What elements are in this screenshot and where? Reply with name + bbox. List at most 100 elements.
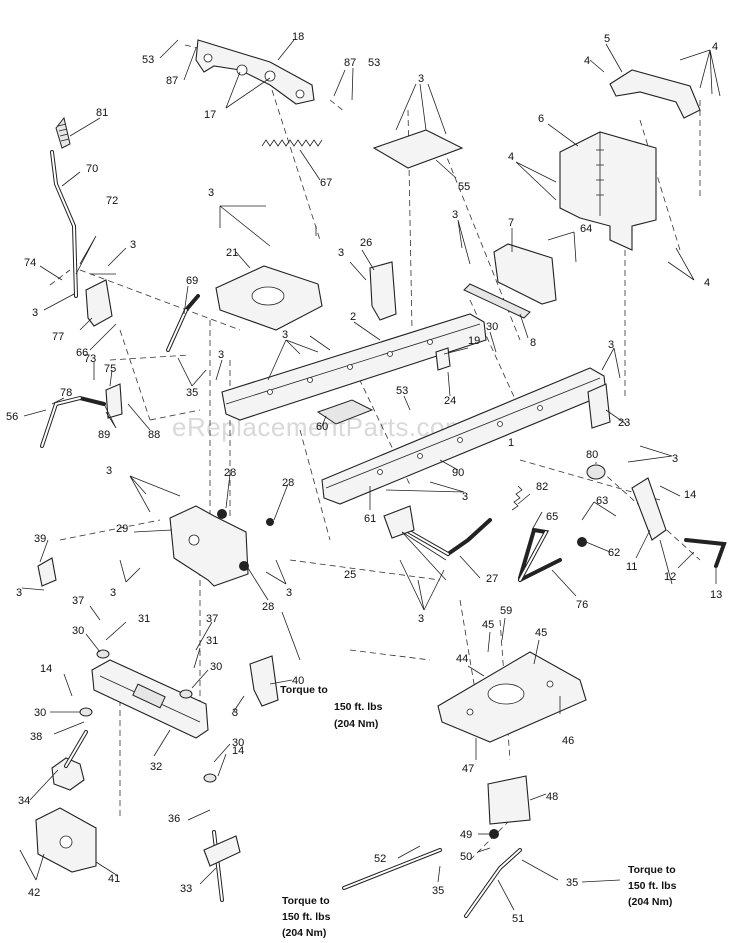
callout-12: 12 [664, 571, 676, 583]
callout-3-p: 3 [232, 707, 238, 719]
svg-text:(204 Nm): (204 Nm) [282, 927, 326, 939]
callout-87: 87 [166, 75, 178, 87]
callout-35-b: 35 [432, 885, 444, 897]
callout-3-j: 3 [672, 453, 678, 465]
callout-55: 55 [458, 181, 470, 193]
part-30-washer-b [179, 689, 193, 699]
part-6-cover [559, 131, 657, 251]
callout-3-l: 3 [106, 465, 112, 477]
callout-34: 34 [18, 795, 30, 807]
callout-78: 78 [60, 387, 72, 399]
callout-3-g: 3 [282, 329, 288, 341]
part-80-washer [586, 464, 606, 480]
callout-56: 56 [6, 411, 18, 423]
part-30-washer-c [79, 707, 93, 717]
callout-18: 18 [292, 31, 304, 43]
callout-3-n: 3 [286, 587, 292, 599]
part-56-lever [40, 395, 106, 448]
callout-37-a: 37 [72, 595, 84, 607]
callout-8: 8 [530, 337, 536, 349]
callout-75: 75 [104, 363, 116, 375]
callout-35-c: 35 [566, 877, 578, 889]
callout-61: 61 [364, 513, 376, 525]
callout-48: 48 [546, 791, 558, 803]
callout-6: 6 [538, 113, 544, 125]
callout-63: 63 [596, 495, 608, 507]
callout-labels: 53 87 18 17 87 53 67 3 55 5 4 4 6 4 4 64… [6, 31, 722, 925]
part-52-rod [342, 848, 442, 890]
part-34-spindle [51, 730, 88, 791]
part-55-plate [372, 129, 464, 169]
callout-3-b: 3 [452, 209, 458, 221]
part-33-spindle [203, 830, 241, 902]
part-81-grip [55, 116, 71, 149]
callout-46: 46 [562, 735, 574, 747]
svg-text:(204 Nm): (204 Nm) [628, 896, 672, 908]
callout-35-a: 35 [186, 387, 198, 399]
torque-note-center: Torque to 150 ft. lbs (204 Nm) [280, 684, 382, 730]
callout-50: 50 [460, 851, 472, 863]
part-2-frame-rail [221, 313, 487, 421]
callout-7: 7 [508, 217, 514, 229]
callout-14-c: 14 [684, 489, 696, 501]
callout-88: 88 [148, 429, 160, 441]
callout-27: 27 [486, 573, 498, 585]
callout-4-c: 4 [508, 151, 514, 163]
callout-60: 60 [316, 421, 328, 433]
callout-47: 47 [462, 763, 474, 775]
callout-37-b: 37 [206, 613, 218, 625]
part-60-plate [316, 399, 374, 425]
part-29-bracket [169, 505, 249, 587]
callout-41: 41 [108, 873, 120, 885]
part-62-nut [577, 537, 587, 547]
callout-3-h: 3 [218, 349, 224, 361]
part-5-bracket [609, 69, 701, 119]
svg-text:150 ft. lbs: 150 ft. lbs [628, 880, 677, 892]
svg-text:Torque to: Torque to [282, 895, 330, 907]
callout-24: 24 [444, 395, 456, 407]
callout-40: 40 [292, 675, 304, 687]
part-30-washer-d [203, 773, 217, 783]
callout-5: 5 [604, 33, 610, 45]
callout-25: 25 [344, 569, 356, 581]
callout-81: 81 [96, 107, 108, 119]
callout-32: 32 [150, 761, 162, 773]
watermark: eReplacementParts.com [172, 412, 467, 442]
callout-51: 51 [512, 913, 524, 925]
callout-69: 69 [186, 275, 198, 287]
callout-77: 77 [52, 331, 64, 343]
callout-31-a: 31 [138, 613, 150, 625]
callout-11: 11 [626, 561, 637, 573]
callout-70: 70 [86, 163, 98, 175]
part-75-plate [105, 383, 123, 419]
callout-1: 1 [508, 437, 514, 449]
part-7-plate [493, 243, 557, 305]
part-70-handle [50, 150, 78, 298]
torque-note-right: Torque to 150 ft. lbs (204 Nm) [628, 864, 677, 908]
part-40-bracket [249, 655, 279, 707]
callout-30-d: 30 [34, 707, 46, 719]
callout-3-m: 3 [110, 587, 116, 599]
callout-59: 59 [500, 605, 512, 617]
part-69-rod [166, 294, 200, 352]
callout-2: 2 [350, 311, 356, 323]
callout-30-b: 30 [72, 625, 84, 637]
callout-53: 53 [142, 54, 154, 66]
part-18-bracket [195, 39, 315, 105]
callout-72: 72 [106, 195, 118, 207]
callout-3-f: 3 [338, 247, 344, 259]
part-51-rod [464, 848, 522, 918]
callout-45-b: 45 [535, 627, 547, 639]
callout-80: 80 [586, 449, 598, 461]
part-23-bracket [587, 383, 611, 429]
callout-53-c: 53 [396, 385, 408, 397]
part-28-nut-b [239, 561, 249, 571]
callout-14-a: 14 [40, 663, 52, 675]
callout-30-c: 30 [210, 661, 222, 673]
callout-23: 23 [618, 417, 630, 429]
callout-13: 13 [710, 589, 722, 601]
callout-65: 65 [546, 511, 558, 523]
part-77-bracket [85, 279, 113, 327]
callout-76: 76 [576, 599, 588, 611]
